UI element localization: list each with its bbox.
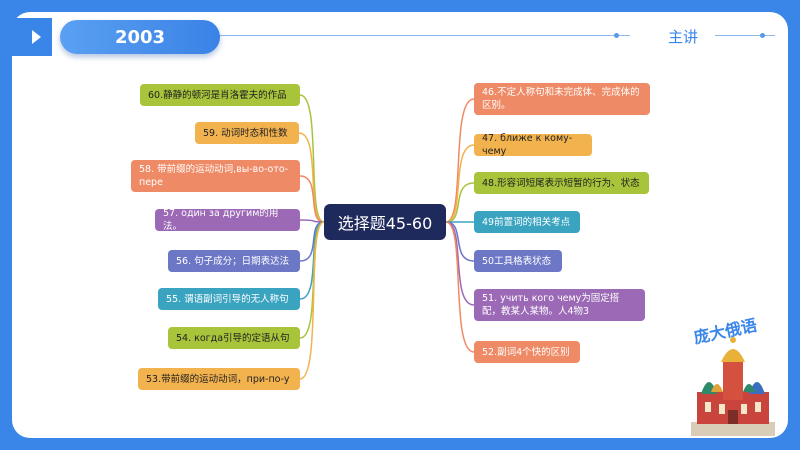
connector-left-2 bbox=[299, 175, 325, 223]
mindmap-left-node: 54. когда引导的定语从句 bbox=[168, 327, 300, 349]
mindmap-left-node: 56. 句子成分；日期表达法 bbox=[168, 250, 300, 272]
header-dot bbox=[760, 33, 765, 38]
mindmap-right-node: 51. учить кого чему为固定搭配，教某人某物。人4物3 bbox=[474, 289, 645, 321]
mindmap-left-node: 60.静静的顿河是肖洛霍夫的作品 bbox=[140, 84, 300, 106]
header-dot bbox=[614, 33, 619, 38]
mindmap-left-node: 53.带前缀的运动动词，при-по-у bbox=[138, 368, 300, 390]
nav-arrow-icon[interactable] bbox=[12, 18, 52, 56]
speaker-label: 主讲 bbox=[668, 28, 699, 46]
connector-left-7 bbox=[299, 221, 325, 380]
connector-left-0 bbox=[299, 94, 325, 223]
mindmap-right-node: 49前置词的相关考点 bbox=[474, 211, 580, 233]
mindmap-right-node: 52.副词4个快的区别 bbox=[474, 341, 580, 363]
mindmap-right-node: 46.不定人称句和未完成体、完成体的区别。 bbox=[474, 83, 650, 115]
connector-right-6 bbox=[445, 221, 475, 353]
mindmap-right-node: 48.形容词短尾表示短暂的行为、状态 bbox=[474, 172, 649, 194]
connector-right-2 bbox=[445, 182, 475, 223]
connector-left-1 bbox=[298, 132, 325, 223]
header-divider bbox=[210, 35, 630, 36]
header-divider-right bbox=[715, 35, 775, 36]
mindmap-center-node: 选择题45-60 bbox=[324, 204, 446, 240]
connector-right-4 bbox=[445, 221, 475, 262]
connector-right-5 bbox=[445, 221, 475, 306]
mindmap-right-node: 50工具格表状态 bbox=[474, 250, 562, 272]
mindmap-right-node: 47. ближе к кому-чему bbox=[474, 133, 592, 157]
connector-right-0 bbox=[445, 98, 475, 223]
mindmap-left-node: 55. 谓语副词引导的无人称句 bbox=[158, 288, 300, 310]
connector-left-4 bbox=[299, 221, 325, 262]
mindmap-left-node: 59. 动词时态和性数 bbox=[195, 122, 299, 144]
connector-right-1 bbox=[445, 144, 475, 223]
kremlin-illustration bbox=[691, 337, 775, 436]
mindmap-left-node: 58. 带前缀的运动动词,вы-во-ото-пере bbox=[131, 160, 300, 192]
year-badge: 2003 bbox=[60, 20, 220, 54]
mindmap-left-node: 57. один за другим的用法。 bbox=[155, 208, 300, 232]
